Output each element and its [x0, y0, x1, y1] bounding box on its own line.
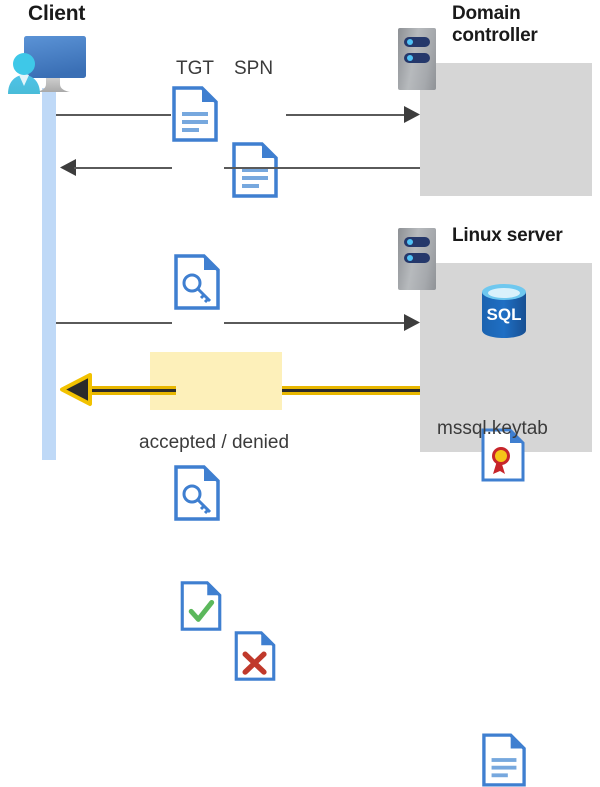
flow-3-arrowhead-right	[404, 314, 420, 331]
flow-4-line-left-yellow2	[88, 392, 176, 395]
document-x-icon	[232, 631, 600, 681]
client-title: Client	[28, 2, 86, 25]
domain-controller-panel	[420, 63, 592, 196]
rack-led	[407, 39, 413, 45]
keytab-file-label: mssql.keytab	[437, 418, 548, 439]
flow-2-line-left	[74, 167, 172, 169]
flow-4-line-left-yellow	[88, 386, 176, 389]
rack-led	[407, 55, 413, 61]
rack-bay	[404, 253, 430, 263]
flow-4-line-right-core	[282, 389, 420, 392]
server-rack-icon	[398, 28, 436, 90]
accepted-denied-caption: accepted / denied	[139, 432, 290, 453]
spn-label: SPN	[234, 58, 274, 79]
rack-bay	[404, 237, 430, 247]
rack-bay	[404, 37, 430, 47]
domain-controller-title-line2: controller	[452, 25, 538, 47]
linux-server-title: Linux server	[452, 225, 563, 246]
client-lifeline	[42, 88, 56, 460]
svg-text:SQL: SQL	[487, 305, 522, 324]
flow-4-line-left-core	[88, 389, 176, 392]
rack-bay	[404, 53, 430, 63]
diagram-canvas: Client Domain controller Linux server	[6, 2, 600, 787]
rack-led	[407, 255, 413, 261]
sql-database-icon: SQL	[479, 282, 529, 345]
flow-3-line-left	[56, 322, 172, 324]
domain-controller-title-line1: Domain	[452, 3, 521, 24]
rack-led	[407, 239, 413, 245]
flow-1-line-left	[56, 114, 171, 116]
document-icon	[172, 86, 600, 142]
document-key-icon	[174, 254, 600, 310]
flow-4-line-right-yellow2	[282, 392, 420, 395]
flow-2-arrowhead-left	[60, 159, 76, 176]
flow-3-line-right	[224, 322, 412, 324]
document-check-icon	[178, 581, 600, 631]
flow-1-arrowhead-right	[404, 106, 420, 123]
flow-2-line-right	[224, 167, 420, 169]
flow-1-line-right	[286, 114, 412, 116]
user-workstation-icon	[6, 28, 102, 100]
flow-4-line-right-yellow	[282, 386, 420, 389]
document-icon	[232, 142, 600, 198]
accepted-denied-highlight	[150, 352, 282, 410]
server-rack-icon	[398, 228, 436, 290]
flow-4-arrowhead-left	[60, 373, 92, 406]
domain-controller-title: Domain controller	[452, 3, 597, 48]
tgt-label: TGT	[176, 58, 214, 79]
document-icon	[482, 733, 600, 787]
